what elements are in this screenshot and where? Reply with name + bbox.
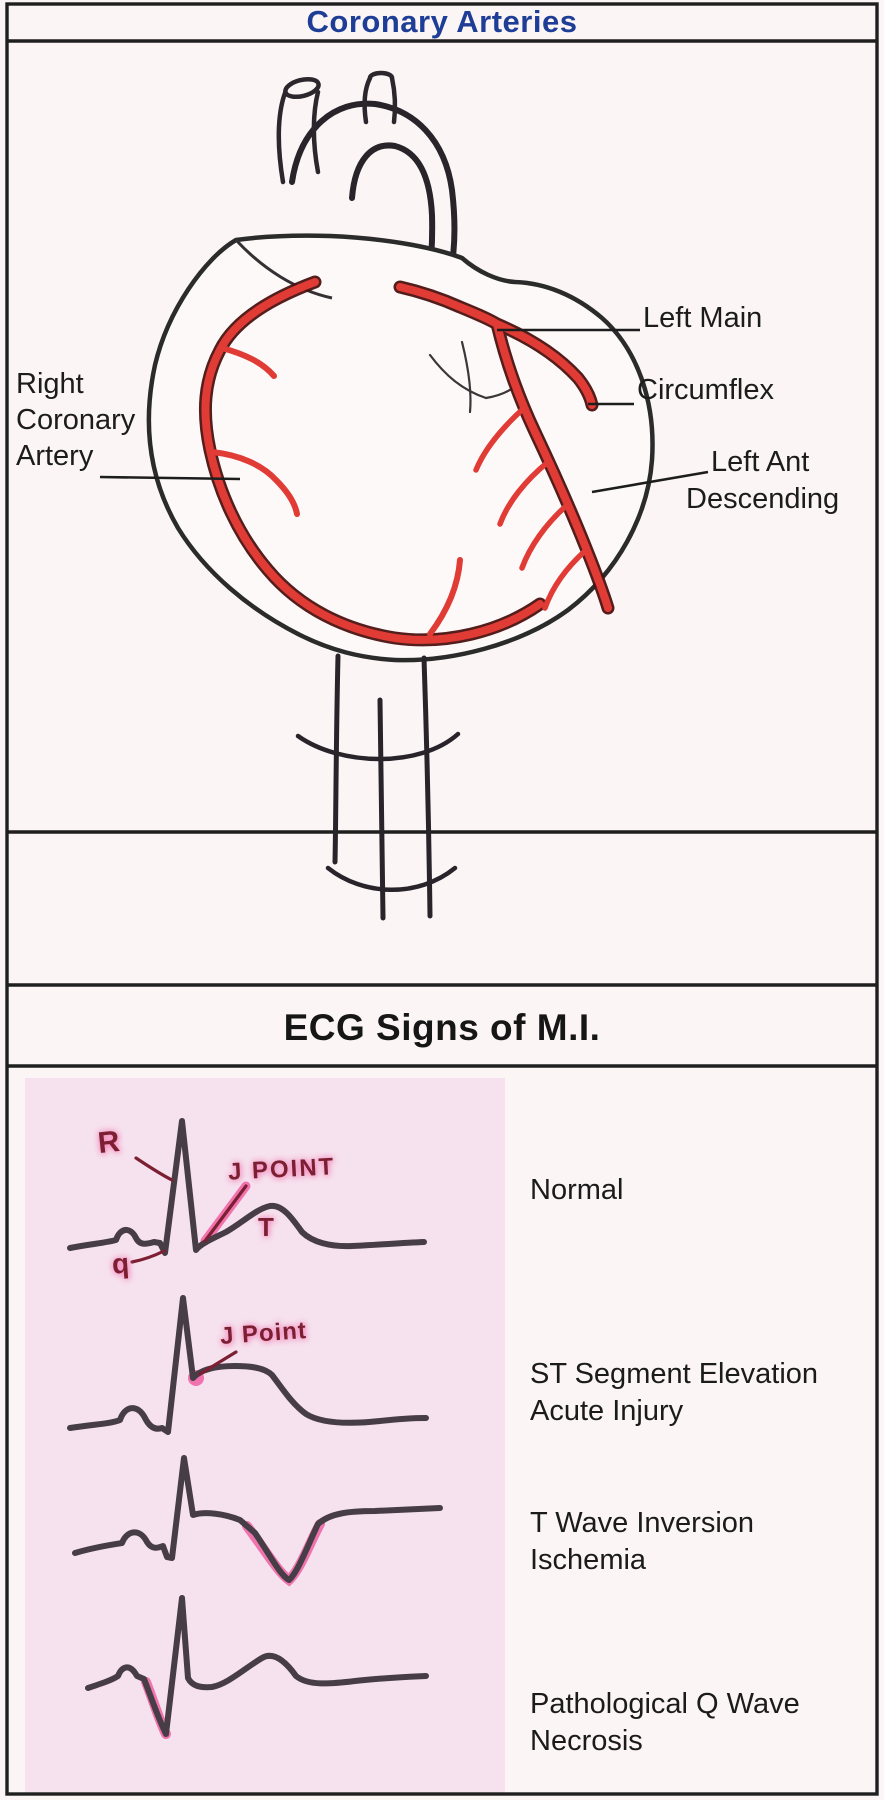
annotation-q: q [110, 1247, 131, 1280]
label-q-wave-line1: Pathological Q Wave [530, 1688, 800, 1720]
ecg-trace-q-wave [85, 1595, 429, 1737]
label-descending: Descending [686, 483, 840, 515]
atrium-fold-line [234, 238, 333, 300]
lad-branch-4 [542, 547, 589, 611]
label-right-coronary-line3: Artery [16, 440, 94, 472]
annotation-leaders [130, 1156, 248, 1376]
label-left-ant: Left Ant [711, 446, 810, 478]
leader-q [130, 1249, 166, 1264]
rca-branch-2 [209, 449, 300, 517]
label-t-inversion-line2: Ischemia [530, 1544, 647, 1576]
lad-branch-1 [473, 405, 527, 473]
label-right-coronary-artery: Right Coronary Artery [16, 366, 135, 474]
coronary-arteries [198, 275, 615, 647]
ecg-section-title: ECG Signs of M.I. [283, 1007, 601, 1048]
lad-vessel [493, 320, 612, 612]
aorta-tube [276, 76, 321, 185]
circumflex-vessel [493, 320, 596, 409]
label-st-elevation: ST Segment Elevation Acute Injury [530, 1356, 818, 1430]
leader-jpoint-normal [203, 1184, 248, 1243]
label-t-inversion-line1: T Wave Inversion [530, 1507, 755, 1539]
leader-left-ant-descending [591, 470, 709, 494]
label-normal: Normal [530, 1172, 623, 1209]
ecg-trace-t-inversion [72, 1455, 443, 1583]
leader-right-coronary [99, 475, 241, 481]
leader-r [134, 1156, 174, 1182]
label-q-wave: Pathological Q Wave Necrosis [530, 1686, 800, 1760]
ecg-trace-normal [67, 1118, 427, 1256]
vena-cava-tube [295, 653, 461, 921]
annotation-t: T [258, 1212, 274, 1242]
leader-jpoint-st [198, 1350, 238, 1376]
annotation-j-point-normal: J POINT [227, 1153, 336, 1186]
label-t-inversion: T Wave Inversion Ischemia [530, 1505, 754, 1579]
label-right-coronary-line2: Coronary [16, 404, 136, 436]
annotation-r: R [96, 1124, 122, 1161]
heart-outline [146, 233, 655, 663]
label-st-elevation-line1: ST Segment Elevation [530, 1358, 819, 1390]
label-circumflex: Circumflex [637, 374, 774, 406]
label-leader-lines [99, 328, 709, 494]
left-main-vessel [396, 283, 501, 328]
outer-frame [5, 2, 879, 1796]
rca-branch-1 [219, 345, 277, 379]
lad-branch-3 [519, 503, 569, 571]
right-coronary-artery-vessel [201, 278, 544, 644]
label-right-coronary-line1: Right [16, 368, 84, 400]
pulmonary-stub [362, 70, 398, 125]
label-normal-line1: Normal [530, 1174, 624, 1206]
label-left-main: Left Main [643, 302, 763, 334]
posterior-descending-branch [427, 557, 463, 637]
lad-branch-2 [497, 459, 551, 527]
label-st-elevation-line2: Acute Injury [530, 1395, 684, 1427]
label-q-wave-line2: Necrosis [530, 1725, 643, 1757]
ecg-trace-st-elevation [67, 1295, 429, 1435]
page-title: Coronary Arteries [306, 4, 578, 39]
